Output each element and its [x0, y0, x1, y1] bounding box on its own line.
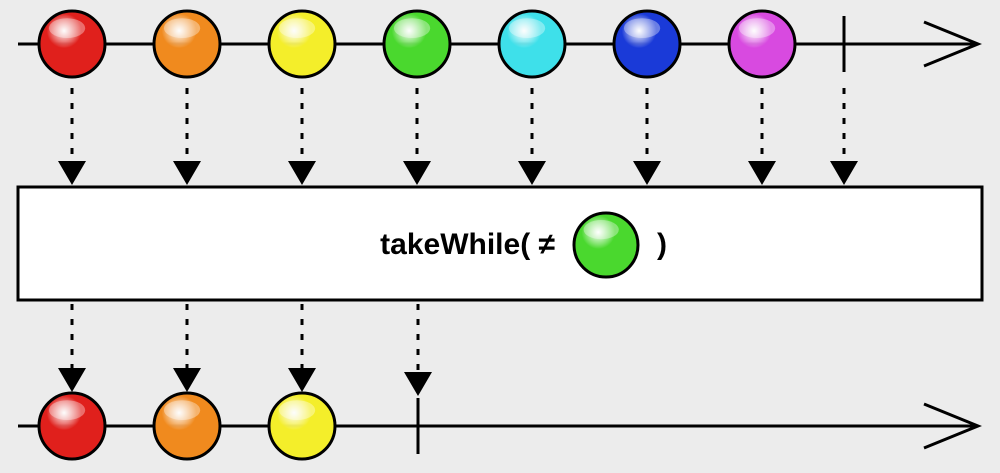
input-marble-blue	[612, 9, 682, 79]
arrow-orange-out	[173, 304, 201, 392]
output-marble-yellow	[267, 391, 337, 461]
output-marble-red	[37, 391, 107, 461]
output-marbles	[37, 391, 337, 461]
arrow-red-down	[58, 88, 86, 185]
output-marble-orange	[152, 391, 222, 461]
arrow-yellow-down	[288, 88, 316, 185]
arrow-yellow-out	[288, 304, 316, 392]
arrow-red-out	[58, 304, 86, 392]
operator-label-suffix: )	[657, 228, 667, 261]
arrow-completion-out	[404, 304, 432, 396]
operator-label-prefix: takeWhile( ≠	[380, 228, 555, 261]
arrow-cyan-down	[518, 88, 546, 185]
arrow-magenta-down	[748, 88, 776, 185]
output-timeline	[18, 391, 982, 461]
input-timeline	[18, 9, 982, 79]
input-marble-yellow	[267, 9, 337, 79]
operator-box-frame	[16, 185, 984, 302]
input-marble-cyan	[497, 9, 567, 79]
input-marble-red	[37, 9, 107, 79]
arrow-completion-down	[830, 88, 858, 185]
input-marbles	[37, 9, 797, 79]
operator-box: takeWhile( ≠ )	[16, 185, 984, 302]
input-to-operator-arrows	[58, 88, 858, 185]
arrow-green-down	[403, 88, 431, 185]
input-marble-orange	[152, 9, 222, 79]
output-timeline-arrowhead	[923, 402, 982, 450]
predicate-marble	[572, 211, 640, 279]
input-timeline-arrowhead	[923, 20, 982, 68]
input-marble-green	[382, 9, 452, 79]
predicate-marble-green	[572, 211, 640, 279]
arrow-orange-down	[173, 88, 201, 185]
operator-to-output-arrows	[58, 304, 432, 396]
input-marble-magenta	[727, 9, 797, 79]
arrow-blue-down	[633, 88, 661, 185]
